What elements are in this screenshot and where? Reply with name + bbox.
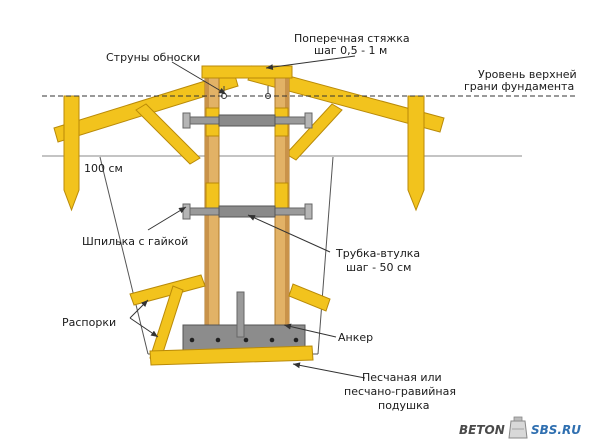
formwork-post-right [274, 71, 290, 331]
label-anchor: Анкер [338, 331, 373, 344]
label-level-line2: грани фундамента [464, 80, 574, 93]
leader-lines [129, 55, 366, 379]
stake-left [63, 95, 80, 212]
logo-text-left: BETON [459, 423, 505, 437]
label-struts: Распорки [62, 316, 116, 329]
cross-tie-board [201, 65, 293, 79]
label-cushion-line2: песчано-гравийная [344, 385, 456, 398]
stud-lower [182, 203, 313, 220]
label-cushion-line3: подушка [378, 399, 430, 412]
cement-bag-icon [508, 416, 528, 439]
top-diagonal-boards [53, 65, 445, 165]
stud-upper [182, 112, 313, 129]
label-stud: Шпилька с гайкой [82, 235, 188, 248]
label-tube-line1: Трубка-втулка [335, 247, 420, 260]
label-cross-tie-line1: Поперечная стяжка [294, 32, 410, 45]
label-cross-tie-line2: шаг 0,5 - 1 м [314, 44, 387, 57]
label-depth: 100 см [84, 162, 123, 175]
formwork-post-left [204, 71, 220, 331]
logo-text-right: SBS.RU [531, 423, 581, 437]
string-posts [221, 86, 271, 99]
stake-right [407, 95, 425, 212]
label-cushion-line1: Песчаная или [362, 371, 442, 384]
site-logo: BETON SBS.RU [459, 416, 581, 439]
sand-cushion [149, 345, 314, 366]
label-tube-line2: шаг - 50 см [346, 261, 411, 274]
struts [129, 274, 331, 363]
label-level-line1: Уровень верхней [478, 68, 577, 81]
label-strings: Струны обноски [106, 51, 200, 64]
anchor-rod [236, 291, 245, 338]
base-holes [189, 337, 299, 343]
